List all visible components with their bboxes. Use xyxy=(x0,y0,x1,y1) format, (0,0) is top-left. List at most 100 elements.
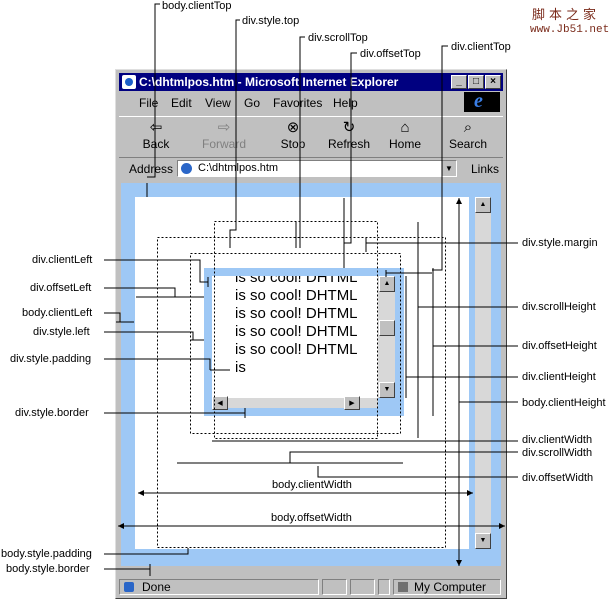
status-panel-empty-3 xyxy=(378,579,390,595)
div-vertical-scrollbar[interactable]: ▲ ▼ xyxy=(378,276,395,398)
label-div-offsetHeight: div.offsetHeight xyxy=(522,340,597,352)
label-div-style-top: div.style.top xyxy=(242,15,300,27)
menu-favorites[interactable]: Favorites xyxy=(273,96,323,110)
back-button[interactable]: ⇦ Back xyxy=(129,119,183,151)
back-arrow-icon: ⇦ xyxy=(149,119,163,136)
label-body-style-padding: body.style.padding xyxy=(1,548,92,560)
div-text: is so cool! DHTML is so cool! DHTML is s… xyxy=(235,276,357,376)
title-bar: C:\dhtmlpos.htm - Microsoft Internet Exp… xyxy=(119,73,503,91)
label-div-clientHeight: div.clientHeight xyxy=(522,371,596,383)
address-value: C:\dhtmlpos.htm xyxy=(198,162,279,174)
address-input[interactable]: C:\dhtmlpos.htm ▼ xyxy=(177,160,457,177)
scroll-area-outline xyxy=(214,221,378,439)
body-vertical-scrollbar[interactable]: ▲ ▼ xyxy=(475,197,491,549)
leader-div-clientLeft xyxy=(104,259,208,283)
label-div-scrollTop: div.scrollTop xyxy=(308,32,368,44)
page-status-icon xyxy=(124,582,134,592)
label-div-offsetLeft: div.offsetLeft xyxy=(30,282,92,294)
label-div-style-left: div.style.left xyxy=(33,326,90,338)
label-div-offsetWidth: div.offsetWidth xyxy=(522,472,594,484)
site-logo: 脚本之家 www.Jb51.net xyxy=(520,4,609,38)
ie-page-icon xyxy=(122,75,136,89)
status-panel-main: Done xyxy=(119,579,319,595)
links-button[interactable]: Links xyxy=(471,162,500,176)
forward-label: Forward xyxy=(201,137,246,151)
site-logo-cn: 脚本之家 xyxy=(532,8,601,23)
window-title: C:\dhtmlpos.htm - Microsoft Internet Exp… xyxy=(139,75,399,89)
menu-go[interactable]: Go xyxy=(244,96,261,110)
leader-div-clientTop xyxy=(432,45,448,271)
leader-div-scrollWidth xyxy=(289,451,518,463)
minimize-button[interactable]: _ xyxy=(451,75,467,89)
leader-div-style-padding xyxy=(104,358,211,370)
leader-div-style-top xyxy=(229,19,240,248)
address-label: Address xyxy=(129,162,174,176)
search-button[interactable]: ⌕ Search xyxy=(441,119,495,151)
stop-button[interactable]: ⊗ Stop xyxy=(266,119,320,151)
label-div-offsetTop: div.offsetTop xyxy=(360,48,421,60)
label-div-scrollHeight: div.scrollHeight xyxy=(522,301,596,313)
stop-label: Stop xyxy=(280,137,306,151)
div-scroll-up-icon[interactable]: ▲ xyxy=(379,276,395,292)
div-scroll-thumb[interactable] xyxy=(379,320,395,336)
label-body-clientWidth: body.clientWidth xyxy=(272,479,352,491)
status-my-computer: My Computer xyxy=(414,580,487,594)
leader-body-clientTop xyxy=(147,3,160,178)
status-panel-empty-1 xyxy=(322,579,347,595)
refresh-label: Refresh xyxy=(327,137,371,151)
label-body-clientHeight: body.clientHeight xyxy=(522,397,606,409)
label-body-clientTop: body.clientTop xyxy=(162,0,232,12)
label-div-clientTop: div.clientTop xyxy=(451,41,511,53)
stop-icon: ⊗ xyxy=(286,119,300,136)
computer-icon xyxy=(398,582,408,592)
menu-edit[interactable]: Edit xyxy=(171,96,192,110)
home-label: Home xyxy=(388,137,421,151)
div-scroll-right-icon[interactable]: ▶ xyxy=(344,396,360,410)
margin-box-outline xyxy=(157,237,446,548)
home-icon: ⌂ xyxy=(400,119,410,136)
label-div-style-border: div.style.border xyxy=(15,407,89,419)
maximize-button[interactable]: □ xyxy=(468,75,484,89)
label-div-clientLeft: div.clientLeft xyxy=(32,254,93,266)
menu-help[interactable]: Help xyxy=(333,96,358,110)
positioned-div: is so cool! DHTML is so cool! DHTML is s… xyxy=(204,268,404,416)
menu-view[interactable]: View xyxy=(205,96,231,110)
label-body-style-border: body.style.border xyxy=(6,563,90,575)
padding-box-outline xyxy=(190,253,401,434)
refresh-button[interactable]: ↻ Refresh xyxy=(322,119,376,151)
label-div-clientWidth: div.clientWidth xyxy=(522,434,593,446)
chevron-down-icon[interactable]: ▼ xyxy=(442,161,456,176)
status-done: Done xyxy=(142,580,171,594)
leader-div-style-left xyxy=(104,331,194,340)
div-horizontal-scrollbar[interactable]: ◀ ▶ xyxy=(212,396,378,410)
search-icon: ⌕ xyxy=(463,119,473,136)
label-div-scrollWidth: div.scrollWidth xyxy=(522,447,593,459)
div-scroll-left-icon[interactable]: ◀ xyxy=(212,396,228,410)
status-panel-empty-2 xyxy=(350,579,375,595)
address-bar: Address C:\dhtmlpos.htm ▼ Links xyxy=(119,158,503,180)
refresh-icon: ↻ xyxy=(342,119,356,136)
forward-button[interactable]: ⇨ Forward xyxy=(197,119,251,151)
leader-div-offsetLeft xyxy=(104,287,176,297)
label-body-offsetWidth: body.offsetWidth xyxy=(271,512,352,524)
search-label: Search xyxy=(448,137,488,151)
arrow-body-clientWidth-right xyxy=(467,490,473,496)
div-scroll-down-icon[interactable]: ▼ xyxy=(379,382,395,398)
menu-bar: File Edit View Go Favorites Help xyxy=(119,93,503,113)
label-div-style-margin: div.style.margin xyxy=(522,237,598,249)
leader-div-offsetTop xyxy=(344,52,357,244)
arrow-body-clientHeight-bottom xyxy=(456,560,462,566)
status-bar: Done My Computer xyxy=(119,578,503,596)
leader-div-scrollTop xyxy=(299,36,305,248)
back-label: Back xyxy=(142,137,170,151)
scroll-up-icon[interactable]: ▲ xyxy=(475,197,491,213)
home-button[interactable]: ⌂ Home xyxy=(378,119,432,151)
leader-div-offsetWidth xyxy=(317,466,518,478)
menu-file[interactable]: File xyxy=(139,96,159,110)
arrow-body-clientWidth-left xyxy=(138,490,144,496)
scroll-down-icon[interactable]: ▼ xyxy=(475,533,491,549)
arrow-body-offsetWidth-right xyxy=(499,523,505,529)
label-div-style-padding: div.style.padding xyxy=(10,353,92,365)
close-button[interactable]: × xyxy=(485,75,501,89)
